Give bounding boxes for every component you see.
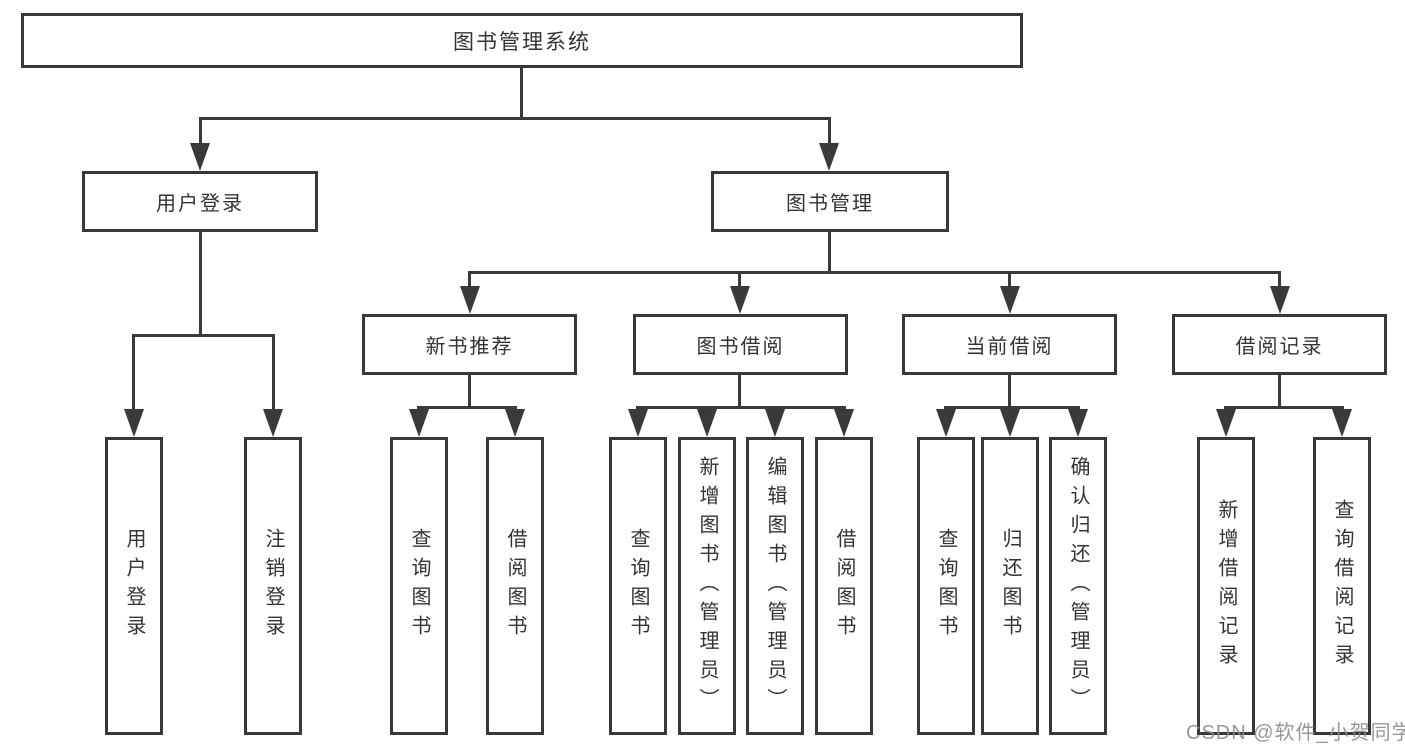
connector	[199, 117, 831, 120]
leaf-query-books-recommend: 查询图书	[390, 437, 448, 735]
node-label: 图书管理	[786, 193, 874, 215]
arrow-down-icon	[409, 409, 429, 437]
node-book-management: 图书管理	[711, 171, 949, 232]
arrow-down-icon	[697, 409, 717, 437]
node-label: 查询图书	[627, 528, 649, 644]
connector	[132, 334, 275, 337]
arrow-down-icon	[1270, 286, 1290, 314]
leaf-confirm-return-admin: 确认归还（管理员）	[1049, 437, 1107, 735]
arrow-down-icon	[1000, 286, 1020, 314]
leaf-logout: 注销登录	[244, 437, 302, 735]
connector	[468, 271, 1281, 274]
arrow-down-icon	[1216, 409, 1236, 437]
arrow-down-icon	[936, 409, 956, 437]
connector	[738, 375, 741, 408]
leaf-return-book: 归还图书	[981, 437, 1039, 735]
arrow-down-icon	[1068, 409, 1088, 437]
connector	[944, 406, 1080, 409]
leaf-query-books-current: 查询图书	[917, 437, 975, 735]
connector	[1278, 375, 1281, 408]
node-new-book-recommendation: 新书推荐	[362, 314, 577, 375]
connector	[1224, 406, 1344, 409]
leaf-user-login: 用户登录	[105, 437, 163, 735]
node-label: 归还图书	[999, 528, 1021, 644]
leaf-query-books-borrowing: 查询图书	[609, 437, 667, 735]
connector	[272, 334, 275, 428]
node-label: 当前借阅	[965, 336, 1054, 358]
connector	[520, 68, 523, 118]
node-label: 确认归还（管理员）	[1067, 455, 1089, 717]
connector	[828, 117, 831, 157]
arrow-down-icon	[834, 409, 854, 437]
leaf-borrow-books-recommend: 借阅图书	[486, 437, 544, 735]
connector	[199, 232, 202, 336]
node-label: 新增借阅记录	[1215, 499, 1237, 673]
leaf-add-book-admin: 新增图书（管理员）	[678, 437, 736, 735]
leaf-borrow-books-borrowing: 借阅图书	[815, 437, 873, 735]
node-label: 编辑图书（管理员）	[764, 455, 786, 717]
connector	[132, 334, 135, 428]
arrow-down-icon	[765, 409, 785, 437]
node-label: 借阅图书	[504, 528, 526, 644]
node-label: 查询图书	[935, 528, 957, 644]
node-label: 用户登录	[123, 528, 145, 644]
node-label: 借阅记录	[1235, 336, 1324, 358]
leaf-add-borrow-record: 新增借阅记录	[1197, 437, 1255, 735]
arrow-down-icon	[730, 286, 750, 314]
arrow-down-icon	[124, 409, 144, 437]
node-book-borrowing: 图书借阅	[633, 314, 848, 375]
node-label: 新增图书（管理员）	[696, 455, 718, 717]
connector	[636, 406, 846, 409]
leaf-query-borrow-record: 查询借阅记录	[1313, 437, 1371, 735]
connector	[417, 406, 517, 409]
node-label: 图书借阅	[696, 336, 785, 358]
node-borrowing-records: 借阅记录	[1172, 314, 1387, 375]
node-label: 查询借阅记录	[1331, 499, 1353, 673]
connector	[199, 117, 202, 157]
node-label: 借阅图书	[833, 528, 855, 644]
csdn-watermark: CSDN @软件_小贺同学	[1186, 722, 1405, 744]
node-label: 查询图书	[408, 528, 430, 644]
arrow-down-icon	[628, 409, 648, 437]
arrow-down-icon	[460, 286, 480, 314]
leaf-edit-book-admin: 编辑图书（管理员）	[746, 437, 804, 735]
node-label: 用户登录	[156, 193, 244, 215]
connector	[468, 375, 471, 408]
arrow-down-icon	[263, 409, 283, 437]
node-library-management-system: 图书管理系统	[21, 13, 1023, 68]
node-user-login-group: 用户登录	[82, 171, 318, 232]
arrow-down-icon	[505, 409, 525, 437]
arrow-down-icon	[1332, 409, 1352, 437]
connector	[1008, 375, 1011, 408]
node-label: 图书管理系统	[453, 30, 591, 54]
node-label: 新书推荐	[425, 336, 514, 358]
node-current-borrowing: 当前借阅	[902, 314, 1117, 375]
arrow-down-icon	[1000, 409, 1020, 437]
connector	[828, 232, 831, 274]
node-label: 注销登录	[262, 528, 284, 644]
arrow-down-icon	[190, 143, 210, 171]
arrow-down-icon	[819, 143, 839, 171]
